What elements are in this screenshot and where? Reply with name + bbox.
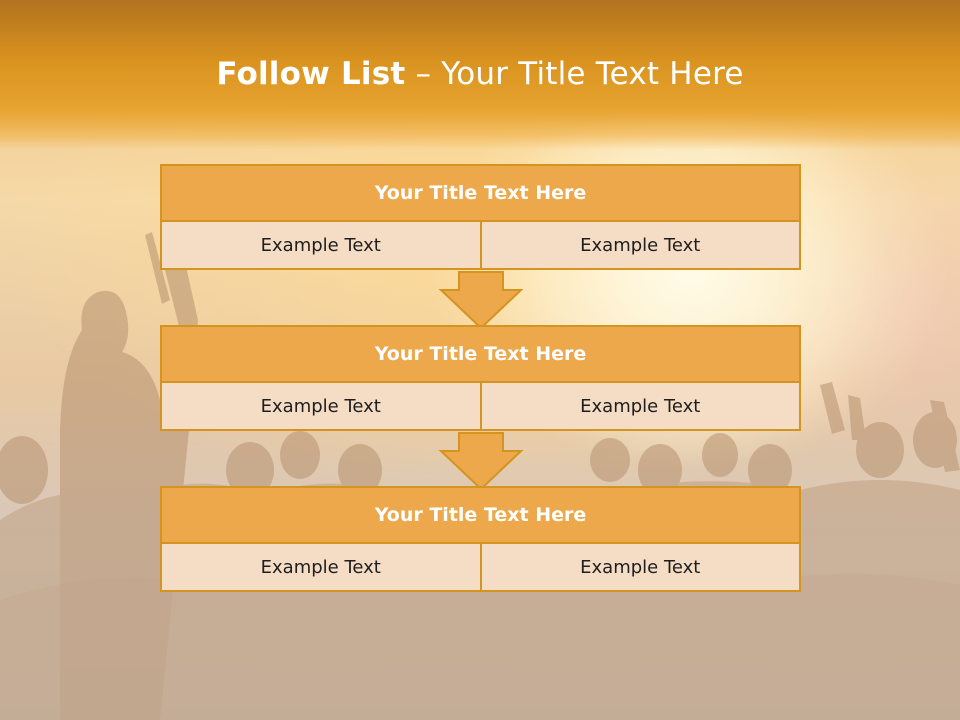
list-block-cell-left: Example Text: [162, 383, 480, 429]
header-band: [0, 0, 960, 150]
list-block-cell-left: Example Text: [162, 544, 480, 590]
list-block-title: Your Title Text Here: [162, 166, 799, 222]
list-block-cells: Example Text Example Text: [162, 544, 799, 590]
list-block-title: Your Title Text Here: [162, 488, 799, 544]
slide-title-strong: Follow List: [216, 56, 406, 92]
list-block-cell-right: Example Text: [479, 222, 799, 268]
slide-title: Follow List – Your Title Text Here: [0, 56, 960, 92]
list-block-3: Your Title Text Here Example Text Exampl…: [160, 486, 801, 592]
list-block-title: Your Title Text Here: [162, 327, 799, 383]
slide-title-separator: –: [405, 56, 442, 92]
down-arrow-icon: [438, 271, 524, 330]
down-arrow-icon: [438, 432, 524, 491]
slide-title-rest: Your Title Text Here: [441, 56, 744, 92]
list-block-1: Your Title Text Here Example Text Exampl…: [160, 164, 801, 270]
list-block-cell-left: Example Text: [162, 222, 480, 268]
list-block-cell-right: Example Text: [479, 544, 799, 590]
list-block-cell-right: Example Text: [479, 383, 799, 429]
list-block-cells: Example Text Example Text: [162, 222, 799, 268]
list-block-2: Your Title Text Here Example Text Exampl…: [160, 325, 801, 431]
list-block-cells: Example Text Example Text: [162, 383, 799, 429]
